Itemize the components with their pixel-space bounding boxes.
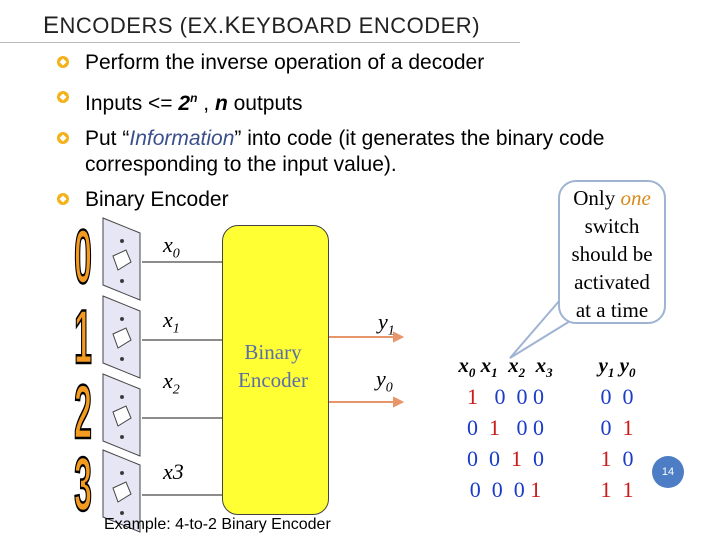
encoder-block: [222, 225, 329, 515]
bullet-item: Perform the inverse operation of a decod…: [57, 50, 702, 76]
table-row: 1 1: [600, 477, 634, 502]
switch-2-icon: [102, 373, 141, 457]
table-row: 1 0: [600, 446, 634, 471]
table-row: 0 0 0 1: [469, 477, 542, 502]
bullet-list: Perform the inverse operation of a decod…: [57, 50, 702, 222]
bullet-item: Inputs <= 2n , n outputs: [57, 85, 702, 117]
key-1: 1: [74, 295, 92, 380]
diamond-bullet-icon: [57, 132, 69, 144]
switch-1-icon: [102, 295, 141, 379]
table-row: 0 1: [600, 415, 634, 440]
input-wires: [142, 261, 222, 496]
table-header-outputs: y1 y0: [598, 353, 636, 381]
switch-panels: [102, 217, 141, 533]
example-caption: Example: 4-to-2 Binary Encoder: [104, 516, 331, 533]
output-arrows: [329, 331, 405, 408]
table-row: 0 0: [600, 384, 634, 409]
switch-3-icon: [102, 449, 141, 533]
table-header-inputs: x0 x1 x2 x3: [458, 353, 553, 381]
key-0: 0: [74, 215, 92, 300]
key-2: 2: [74, 370, 92, 455]
page-number-badge: 14: [652, 456, 684, 488]
output-label-y0: y0: [376, 366, 393, 396]
bullet-item: Put “Information” into code (it generate…: [57, 126, 702, 178]
truth-table-outputs: y1 y0 0 0 0 1 1 0 1 1: [578, 350, 656, 505]
diamond-bullet-icon: [57, 56, 69, 68]
callout-note: Only one switch should be activated at a…: [558, 180, 666, 324]
table-row: 0 1 0 0: [467, 415, 544, 440]
input-label-x2: x2: [163, 368, 180, 398]
bullet-item: Binary Encoder: [57, 187, 702, 213]
slide-title: ENCODERS (EX.KEYBOARD ENCODER): [43, 12, 481, 39]
input-label-x1: x1: [163, 307, 180, 337]
key-3: 3: [74, 442, 92, 527]
input-label-x0: x0: [163, 232, 180, 262]
diamond-bullet-icon: [57, 193, 69, 205]
truth-table-inputs: x0 x1 x2 x3 1 0 0 0 0 1 0 0 0 0 1 0 0 0 …: [443, 350, 568, 505]
number-keys: 0 1 2 3: [73, 214, 92, 527]
switch-0-icon: [102, 217, 141, 301]
table-row: 1 0 0 0: [467, 384, 544, 409]
table-row: 0 0 1 0: [467, 446, 544, 471]
title-underline: [0, 42, 520, 43]
diamond-bullet-icon: [57, 91, 69, 103]
output-label-y1: y1: [378, 309, 395, 339]
input-label-x3: x3: [163, 459, 184, 484]
